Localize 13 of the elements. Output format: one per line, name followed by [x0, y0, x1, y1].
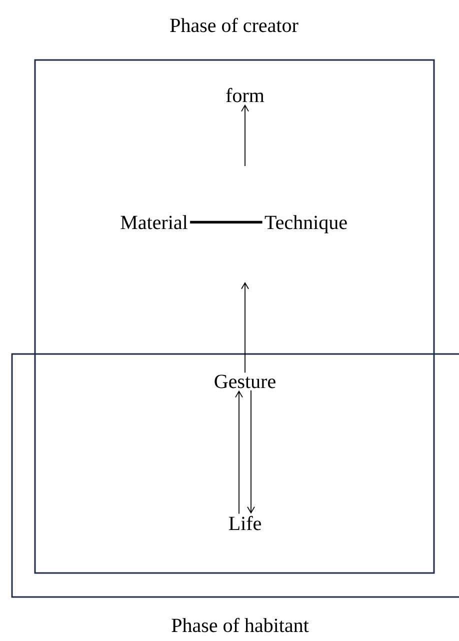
arrow — [241, 104, 249, 166]
concept-label: form — [226, 88, 264, 102]
concept-label: Technique — [264, 215, 347, 234]
phase-box — [34, 18, 435, 574]
connector-line — [190, 220, 262, 224]
arrow — [235, 390, 243, 514]
concept-label: Life — [228, 516, 261, 530]
box-heading: Phase of habitant — [172, 618, 309, 632]
arrow — [241, 282, 249, 374]
box-heading: Phase of creator — [170, 18, 298, 32]
concept-label: Gesture — [214, 374, 276, 388]
arrow — [247, 390, 255, 514]
concept-label: Material — [120, 215, 188, 230]
